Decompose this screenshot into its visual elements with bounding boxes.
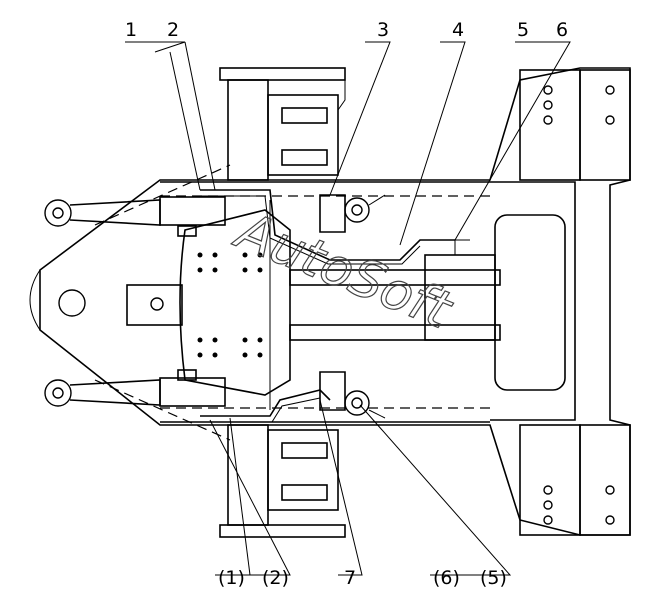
hitch-hole	[58, 289, 86, 317]
dash-diag-2	[94, 379, 231, 441]
hydraulic-line-bottom	[200, 389, 331, 417]
rear-plate	[179, 209, 291, 396]
lower-cylinder	[44, 369, 226, 407]
label-3: 3	[377, 19, 389, 41]
center-actuator	[289, 239, 501, 341]
right-mount-bottom	[519, 424, 631, 536]
upper-suspension	[219, 67, 346, 181]
rear-bracket	[126, 284, 183, 326]
lower-suspension	[219, 424, 346, 538]
plate-holes	[197, 252, 263, 358]
right-mount-top	[519, 69, 631, 181]
frame-outline	[39, 67, 631, 536]
rear-bracket-hole	[150, 297, 164, 311]
label-p5: (5)	[480, 567, 507, 589]
frame-window	[494, 214, 566, 391]
label-4: 4	[452, 19, 464, 41]
label-2: 2	[167, 19, 179, 41]
label-p1: (1)	[218, 567, 245, 589]
label-6: 6	[556, 19, 568, 41]
hydraulic-line-top	[200, 189, 455, 261]
leader-lines	[125, 41, 571, 576]
upper-cylinder	[44, 196, 226, 237]
lower-chamber	[319, 371, 386, 419]
label-1: 1	[125, 19, 137, 41]
dash-diag-1	[94, 164, 231, 226]
frame-right-box	[490, 181, 576, 421]
label-p6: (6)	[433, 567, 460, 589]
label-5: 5	[517, 19, 529, 41]
hydraulic-line-bottom-2	[200, 397, 321, 423]
upper-chamber	[319, 194, 386, 233]
label-7: 7	[344, 567, 356, 589]
label-p2: (2)	[262, 567, 289, 589]
frame-rear-nose	[29, 269, 41, 331]
hydraulic-line-top-2	[200, 195, 421, 265]
